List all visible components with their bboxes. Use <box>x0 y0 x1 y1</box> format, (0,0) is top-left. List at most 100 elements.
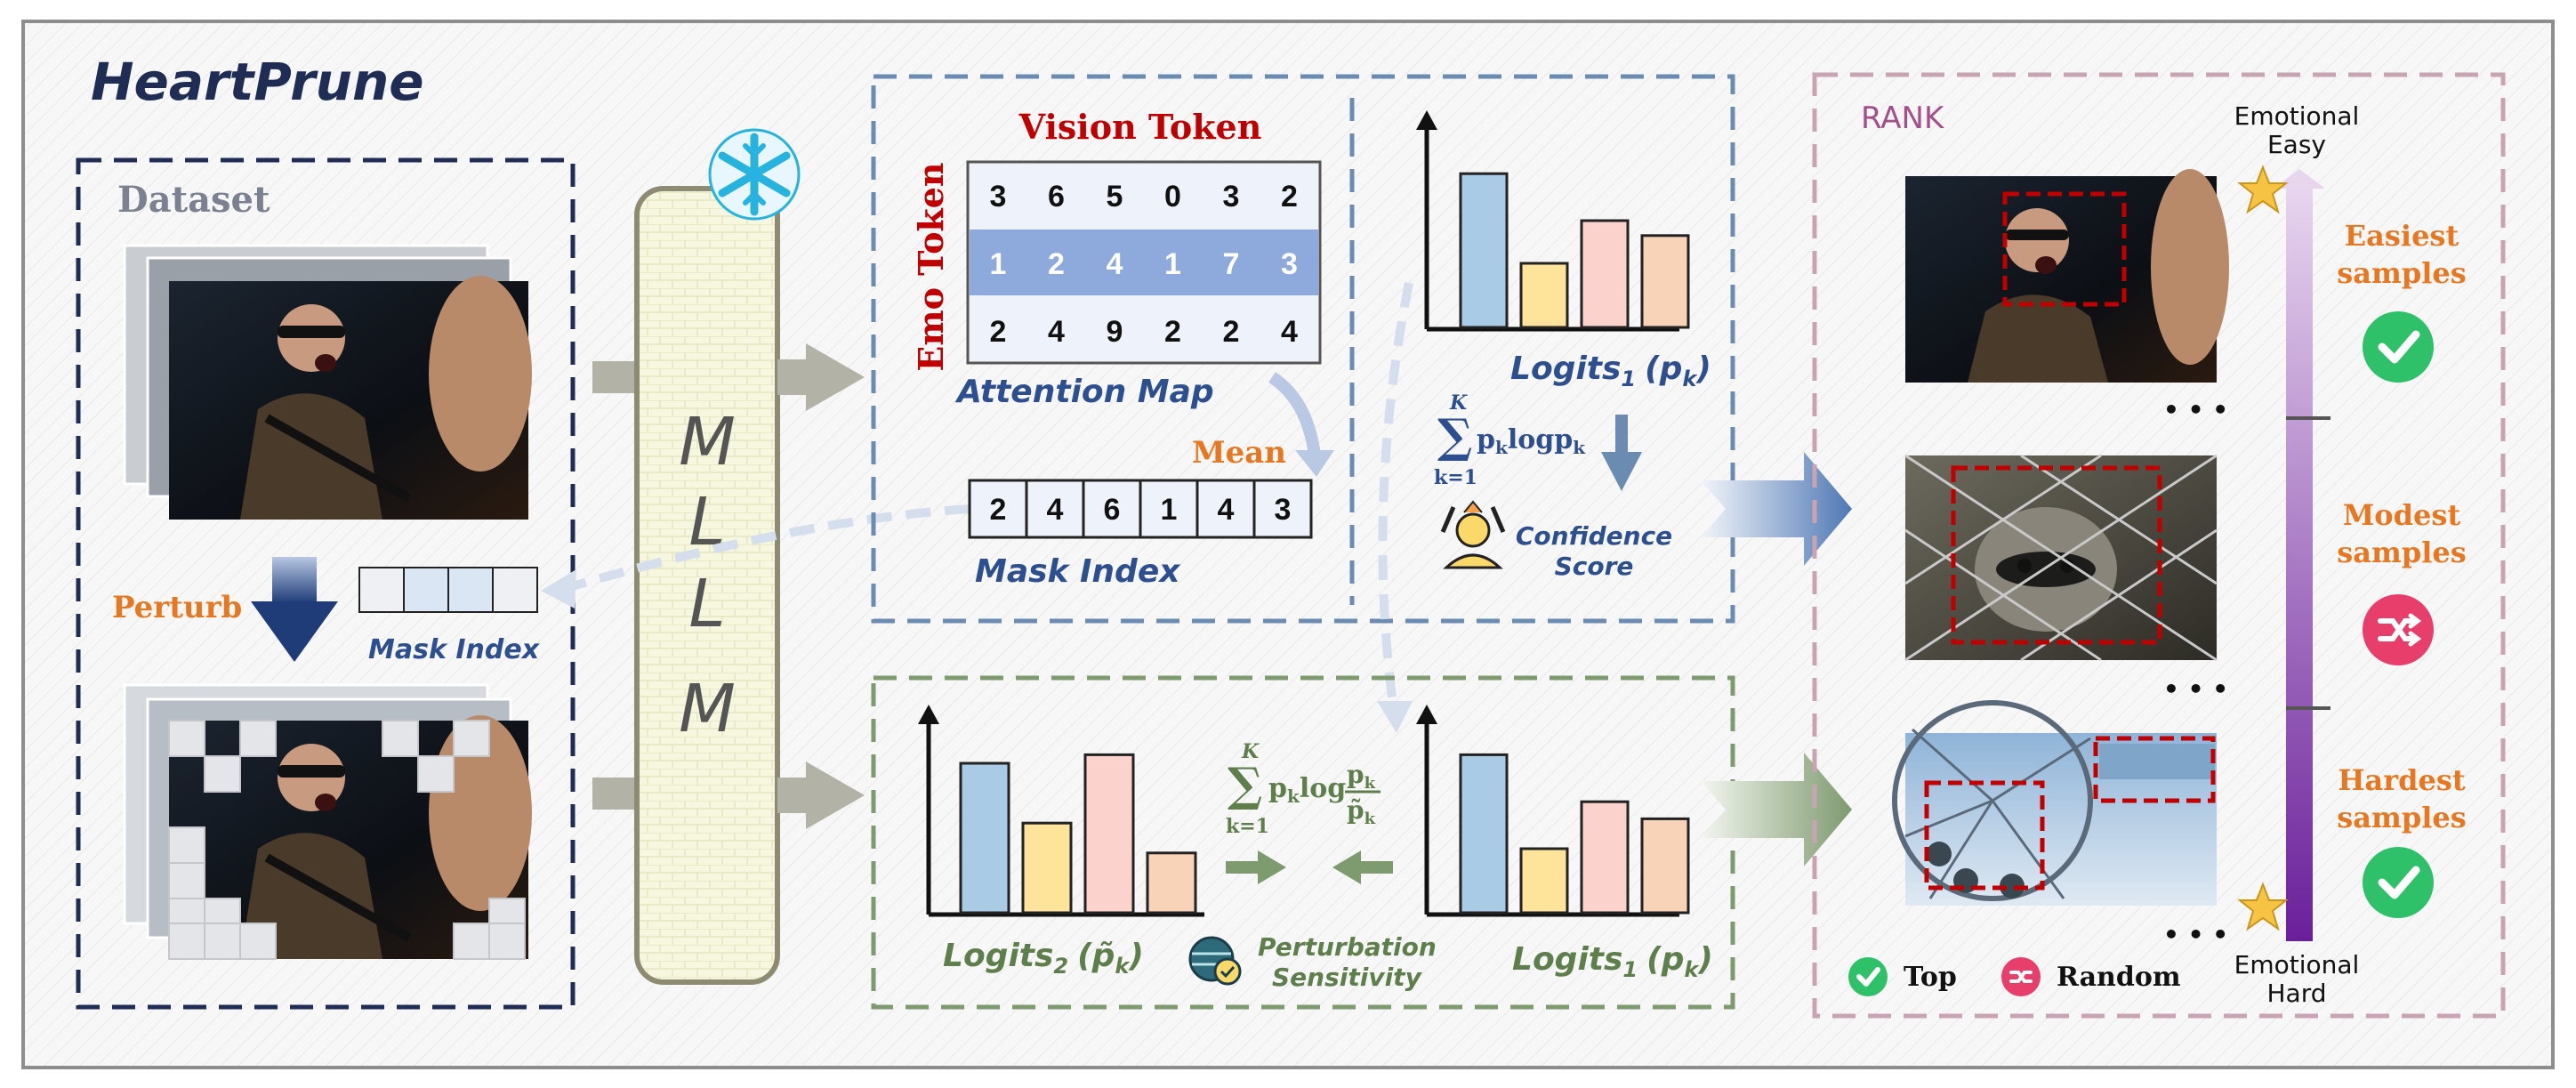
emo-token-label: Emo Token <box>911 162 951 371</box>
ellipsis-3: • • • <box>2163 920 2228 949</box>
group-modest-line2: samples <box>2337 536 2467 569</box>
dataset-mask-index-label: Mask Index <box>368 634 541 665</box>
matrix-cell: 6 <box>1048 180 1065 214</box>
sensitivity-label-1: Perturbation <box>1258 932 1437 962</box>
matrix-cell: 4 <box>1107 247 1123 281</box>
vision-token-label: Vision Token <box>1018 107 1262 147</box>
mask-cell-value: 4 <box>1047 493 1064 527</box>
confidence-score-label-2: Score <box>1555 552 1634 581</box>
chart-bar <box>1640 817 1690 915</box>
confidence-logits-label: Logits1(pk) <box>1510 351 1711 391</box>
diagram-title: HeartPrune <box>91 52 424 112</box>
dataset-label: Dataset <box>117 179 270 221</box>
mask-cell <box>1195 479 1256 539</box>
rank-axis <box>2286 183 2313 941</box>
snowflake-icon <box>708 128 801 221</box>
star-icon-bottom <box>2237 882 2289 931</box>
hard-highlight-box-2 <box>2093 736 2216 803</box>
matrix-cell: 7 <box>1223 247 1240 281</box>
dataset-panel: Dataset Perturb Mask Inde <box>76 157 576 1010</box>
chart-bar <box>1519 262 1569 329</box>
mask-cell-value: 4 <box>1218 493 1235 527</box>
mask-cell <box>968 479 1028 539</box>
svg-text:∑: ∑ <box>1228 758 1262 812</box>
matrix-cell: 2 <box>1164 315 1181 349</box>
chart-bar <box>1021 821 1073 915</box>
kl-left-arrowhead <box>1258 850 1286 884</box>
group-modest-line1: Modest <box>2343 498 2461 532</box>
axis-bottom-label-1: Emotional <box>2234 950 2360 979</box>
axis-bottom-label-2: Hard <box>2266 979 2326 1008</box>
confidence-person-icon <box>1440 500 1506 569</box>
mllm-letter-3: L <box>688 566 725 642</box>
sensitivity-globe-icon <box>1188 936 1242 986</box>
group-hardest-line1: Hardest <box>2338 763 2466 797</box>
chart-bar <box>1580 219 1630 329</box>
svg-text:pklog: pklog <box>1268 773 1346 807</box>
mllm-to-attention-arrow <box>777 343 865 411</box>
check-icon <box>2363 311 2434 383</box>
legend-top-label: Top <box>1904 962 1957 993</box>
matrix-cell: 2 <box>1223 315 1240 349</box>
perturbed-singer-image <box>168 715 532 960</box>
svg-text:K: K <box>1449 391 1468 415</box>
entropy-arrow-shaft <box>1615 415 1628 454</box>
mask-feedback-arrowhead <box>541 569 576 608</box>
chart-bar <box>1519 847 1569 915</box>
matrix-cell: 1 <box>990 247 1007 281</box>
mllm-letter-1: M <box>679 404 736 480</box>
check-icon <box>2363 847 2434 918</box>
kl-right-arrow-shaft <box>1359 861 1393 874</box>
mask-cell-value: 3 <box>1275 493 1292 527</box>
rank-image-hard <box>1892 700 2217 906</box>
matrix-cell: 1 <box>1164 247 1181 281</box>
kl-formula: K ∑ k=1 pklog pk p̃k <box>1226 740 1381 838</box>
svg-text:k=1: k=1 <box>1434 466 1477 489</box>
legend-top-icon <box>1848 957 1888 996</box>
perturbed-logits-label: Logits2(p̃k) <box>943 938 1144 979</box>
svg-text:K: K <box>1241 740 1260 763</box>
mask-index-strip <box>358 567 538 613</box>
dataset-to-mllm-bar-bottom <box>592 778 640 810</box>
axis-top-label-1: Emotional <box>2234 101 2360 131</box>
rank-label: RANK <box>1861 101 1945 136</box>
axis-top-label-2: Easy <box>2267 130 2326 159</box>
rank-image-easy <box>1905 169 2229 383</box>
entropy-formula: K ∑ k=1 pklogpk <box>1434 391 1586 489</box>
ellipsis-2: • • • <box>2163 674 2228 704</box>
original-image-stack <box>123 244 532 520</box>
matrix-cell: 2 <box>1048 247 1065 281</box>
mllm-to-perturbation-arrow <box>777 762 865 829</box>
svg-text:pk: pk <box>1347 760 1376 793</box>
original-logits-chart <box>1416 705 1690 917</box>
matrix-cell: 4 <box>1048 315 1065 349</box>
mask-cell <box>1139 479 1199 539</box>
group-easiest-line1: Easiest <box>2345 219 2459 253</box>
entropy-arrowhead <box>1601 452 1642 491</box>
chart-bar <box>1459 753 1509 915</box>
mean-label: Mean <box>1192 435 1286 471</box>
matrix-cell: 3 <box>990 180 1007 214</box>
chart-bar <box>959 762 1010 915</box>
confidence-chart <box>1416 110 1690 332</box>
mask-cell-value: 2 <box>990 493 1007 527</box>
confidence-score-label-1: Confidence <box>1516 521 1672 551</box>
logits-copy-arrow <box>1378 282 1413 705</box>
matrix-cell: 3 <box>1223 180 1240 214</box>
perturbed-logits-chart <box>918 705 1204 917</box>
chart-bar <box>1459 172 1509 329</box>
mask-cell-value: 1 <box>1161 493 1178 527</box>
chart-bar <box>1146 851 1197 915</box>
chart-bar <box>1083 753 1135 915</box>
kl-left-arrow-shaft <box>1226 861 1260 874</box>
legend-random-icon <box>2001 957 2041 996</box>
original-logits-label: Logits1(pk) <box>1512 941 1713 982</box>
svg-text:pklogpk: pklogpk <box>1477 424 1586 458</box>
modest-highlight-box <box>1951 465 2162 645</box>
svg-text:p̃k: p̃k <box>1347 795 1376 828</box>
hard-highlight-box-1 <box>1924 780 2045 891</box>
matrix-cell: 5 <box>1107 180 1123 214</box>
mask-cell <box>1082 479 1142 539</box>
mean-arrowhead <box>1295 450 1334 477</box>
